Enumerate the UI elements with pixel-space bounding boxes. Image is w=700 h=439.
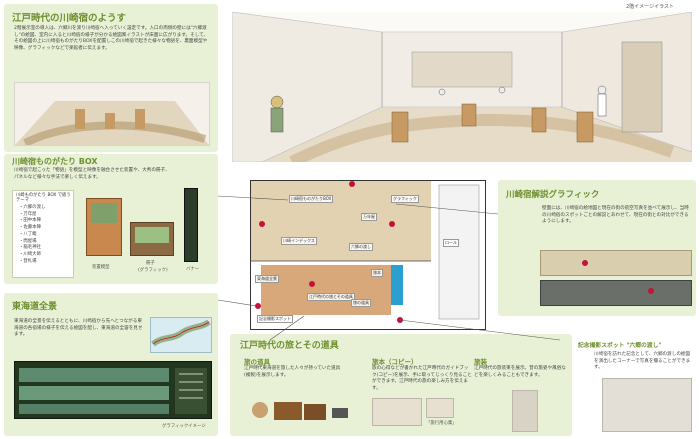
box-list-title: 川崎ものがたり BOX で扱うテーマ xyxy=(16,193,71,204)
box-title: 川崎宿ものがたり BOX xyxy=(12,157,98,166)
map-label: 江戸時代の旅とその道具 xyxy=(307,293,355,301)
box-body: 川崎宿で起こった「物語」を模型と映像を融合させた装置や、大判の冊子、パネルなど様… xyxy=(14,168,170,180)
books-image xyxy=(372,398,422,426)
graphic-panel: 川崎宿解説グラフィック 壁面には、川崎宿の絵地図と現在の街の航空写真を並べて展示… xyxy=(498,180,696,316)
kawasaki-floor-illustration xyxy=(14,82,210,147)
theme-item: ・問屋場 xyxy=(19,238,37,244)
model-device-image xyxy=(86,198,122,256)
book-label: 冊子 xyxy=(146,261,155,266)
photo-spot-section: 記念撮影スポット "六郷の渡し" 川崎宿を訪れた記念として、六郷の渡しの絵図を演… xyxy=(576,334,696,436)
tools-title: 旅の道具 xyxy=(244,358,270,366)
photo-body: 川崎宿を訪れた記念として、六郷の渡しの絵図を演出したコーナーで写真を撮ることがで… xyxy=(594,352,691,371)
box-panel: 川崎宿ものがたり BOX 川崎宿で起こった「物語」を模型と映像を融合させた装置や… xyxy=(4,154,218,284)
map-marker xyxy=(349,181,355,187)
books-body: 旅の心得などが書かれた江戸時代のガイドブック(コピー)を展示、手に取ってじっくり… xyxy=(372,366,472,391)
map-label: ロール xyxy=(443,239,459,247)
tokaido-map-image xyxy=(150,317,212,353)
tools-image xyxy=(244,392,354,430)
theme-item: ・川崎大師 xyxy=(19,251,41,257)
theme-item: ・稲毛神社 xyxy=(19,245,41,251)
tokaido-body: 東海道の全景を伝えるとともに、川崎宿から先へとつながる東海道の各宿場の様子を伝え… xyxy=(14,319,143,338)
theme-item: ・八丁畷 xyxy=(19,231,37,237)
box-theme-list: 川崎ものがたり BOX で扱うテーマ ・六郷の渡し ・万年屋 ・田中本陣 ・佐藤… xyxy=(12,190,74,278)
box-themes: ・六郷の渡し ・万年屋 ・田中本陣 ・佐藤本陣 ・八丁畷 ・問屋場 ・稲毛神社 … xyxy=(19,205,45,265)
book-image xyxy=(130,222,174,256)
travel-title: 江戸時代の旅とその道具 xyxy=(240,341,339,351)
book-sublabel: (グラフィック) xyxy=(138,268,168,273)
travel-panel: 江戸時代の旅とその道具 旅の道具 江戸時代東海道を旅した人々が持っていた道具(複… xyxy=(230,334,572,436)
banner-image xyxy=(184,188,198,262)
map-label: 東海道全景 xyxy=(255,275,279,283)
kawasaki-title: 江戸時代の川崎宿のようす xyxy=(12,13,127,24)
theme-item: ・昔札場 xyxy=(19,258,37,264)
map-label: 旅の道具 xyxy=(351,299,371,307)
tokaido-panel: 東海道全景 東海道の全景を伝えるとともに、川崎宿から先へとつながる東海道の各宿場… xyxy=(4,293,218,436)
graphic-old-map-image xyxy=(540,250,692,276)
map-label: 六郷の渡し xyxy=(349,243,373,251)
tokaido-title: 東海道全景 xyxy=(12,302,58,312)
map-marker xyxy=(309,281,315,287)
books-caption: 「旅行用心集」 xyxy=(426,421,457,426)
map-label: 川崎インデックス xyxy=(281,237,317,245)
theme-item: ・六郷の渡し xyxy=(19,205,46,210)
tokaido-graphic-image xyxy=(14,361,212,419)
graphic-aerial-image xyxy=(540,280,692,306)
photo-title: 記念撮影スポット "六郷の渡し" xyxy=(578,343,662,349)
illustration-label: 2階イメージイラスト xyxy=(626,4,674,10)
banner-label: バナー xyxy=(186,267,200,272)
theme-item: ・田中本陣 xyxy=(19,218,41,224)
model-label: 装置模型 xyxy=(92,265,110,270)
graphic-marker xyxy=(582,260,588,266)
map-label: 万年屋 xyxy=(361,213,377,221)
map-label: 旅本 xyxy=(371,269,383,277)
customs-image xyxy=(512,390,538,432)
books-title: 旅本（コピー） xyxy=(372,358,418,366)
theme-item: ・佐藤本陣 xyxy=(19,225,41,231)
floor-plan: 川崎宿ものがたりBOX 川崎インデックス 六郷の渡し 万年屋 江戸時代の旅とその… xyxy=(250,180,486,330)
photo-spot-image xyxy=(602,378,692,432)
graphic-title: 川崎宿解説グラフィック xyxy=(506,190,600,200)
map-marker xyxy=(389,221,395,227)
theme-item: ・万年屋 xyxy=(19,211,37,217)
customs-title: 旅装 xyxy=(474,358,487,366)
graphic-marker xyxy=(648,288,654,294)
map-marker xyxy=(255,303,261,309)
tools-body: 江戸時代東海道を旅した人々が持っていた道具(複製)を展示します。 xyxy=(244,366,341,378)
main-illustration xyxy=(231,11,693,168)
books-image-2 xyxy=(426,398,454,418)
kawasaki-panel: 江戸時代の川崎宿のようす 2階展示室の導入は、六郷川を渡り川崎宿へ入っていく設定… xyxy=(4,4,218,152)
map-label: グラフィック xyxy=(391,195,419,203)
map-label: 川崎宿ものがたりBOX xyxy=(289,195,334,203)
map-label: 記念撮影スポット xyxy=(257,315,293,323)
tokaido-caption: グラフィックイメージ xyxy=(162,424,206,429)
map-marker xyxy=(259,221,265,227)
kawasaki-body: 2階展示室の導入は、六郷川を渡り川崎宿へ入っていく設定です。入口の両側の壁には"… xyxy=(14,26,209,51)
graphic-body: 壁面には、川崎宿の絵地図と現在の街の航空写真を並べて展示し、当時の川崎宿のスポッ… xyxy=(542,206,689,225)
customs-body: 江戸時代の旅装束を展示。昔の旅姿や風俗などを楽しくみることもできます。 xyxy=(474,366,566,378)
